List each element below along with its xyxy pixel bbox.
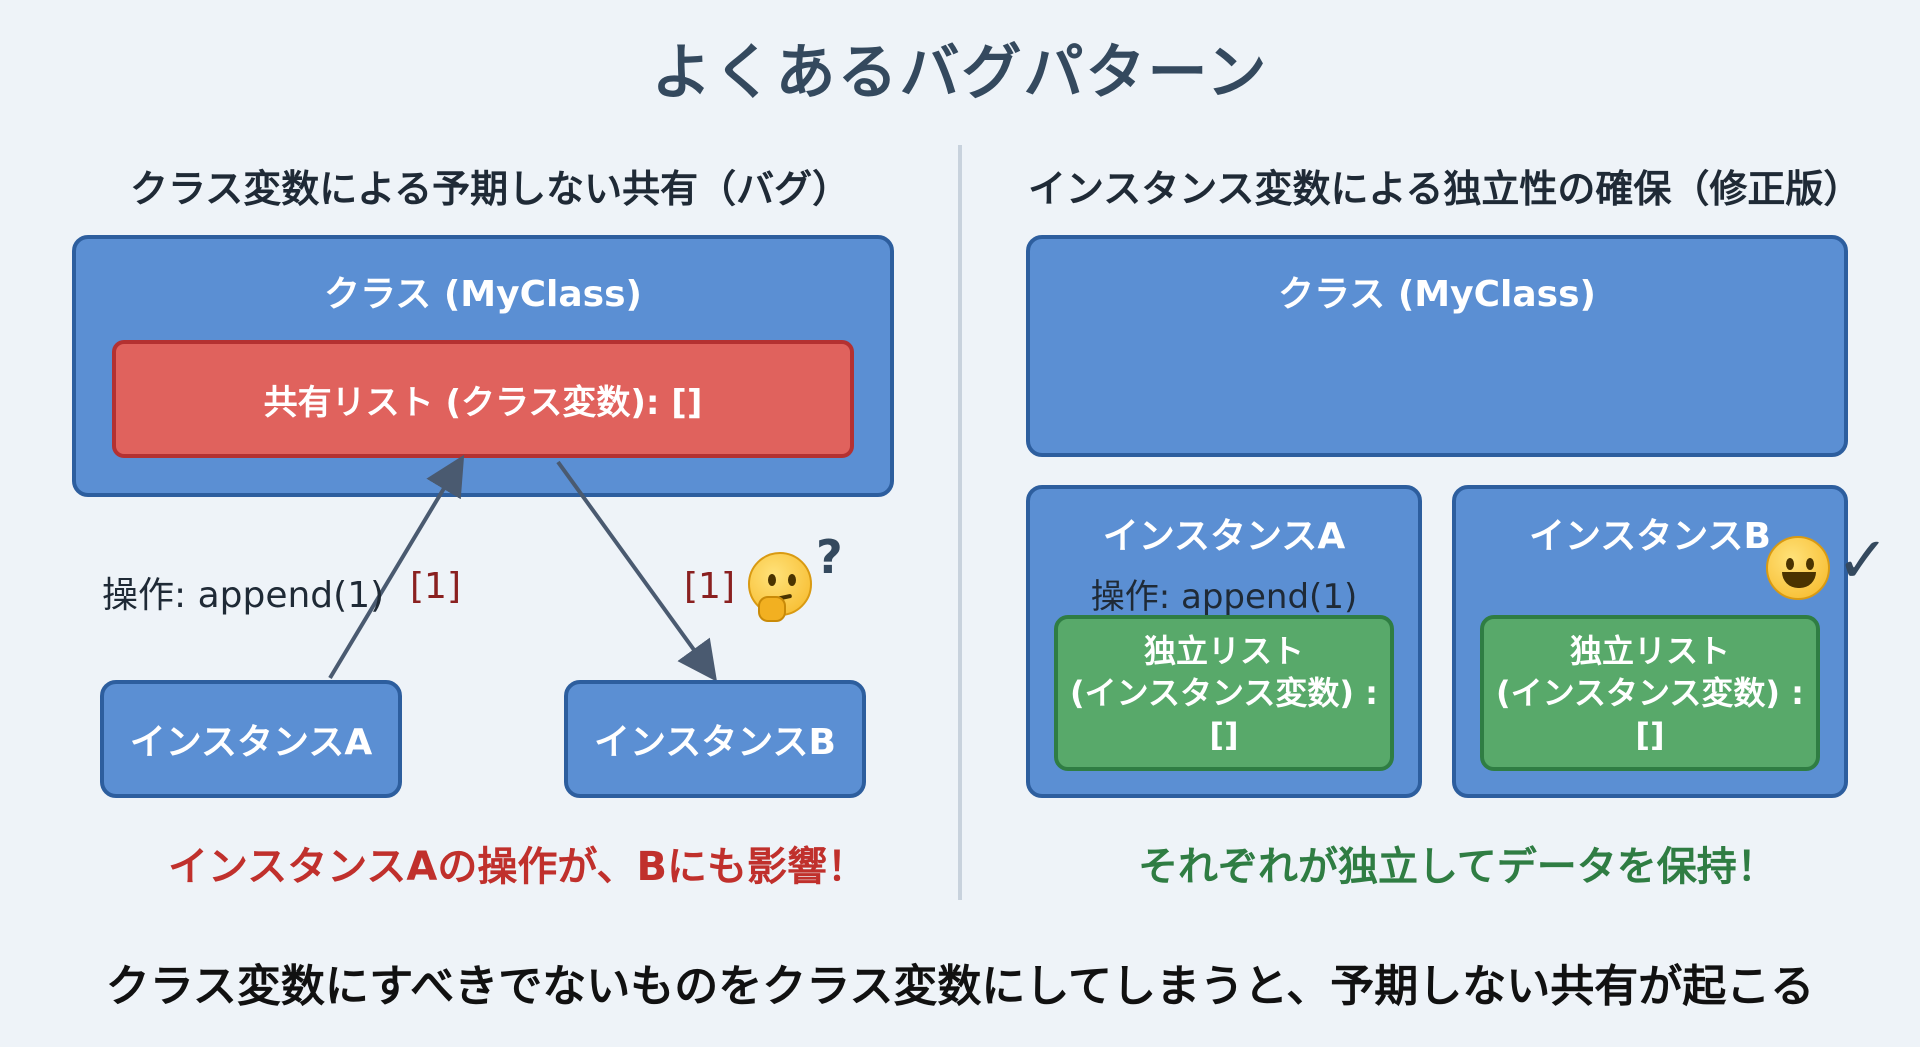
left-subtitle: クラス変数による予期しない共有（バグ） xyxy=(130,167,851,211)
page-title: よくあるバグパターン xyxy=(651,38,1269,108)
arrow-shared-to-b xyxy=(556,460,718,682)
panel-divider xyxy=(958,145,962,900)
grinning-face-icon xyxy=(1766,536,1830,600)
right-instance-a-label: インスタンスA xyxy=(1102,516,1346,557)
value-label-a: [1] xyxy=(410,566,461,607)
arrow-a-to-shared xyxy=(328,454,465,680)
right-class-label: クラス (MyClass) xyxy=(1278,274,1596,315)
independent-list-a-box: 独立リスト (インスタンス変数) : [] xyxy=(1054,615,1394,771)
shared-list-label: 共有リスト (クラス変数): [] xyxy=(263,382,703,423)
check-mark-icon: ✓ xyxy=(1836,524,1890,598)
shared-list-box: 共有リスト (クラス変数): [] xyxy=(112,340,854,458)
right-instance-b-label: インスタンスB xyxy=(1529,516,1771,557)
right-operation-label: 操作: append(1) xyxy=(1090,577,1358,617)
right-subtitle: インスタンス変数による独立性の確保（修正版） xyxy=(1028,167,1862,211)
left-operation-label: 操作: append(1) xyxy=(102,575,385,616)
list-a-line1: 独立リスト xyxy=(1143,632,1304,670)
value-label-b: [1] xyxy=(684,566,735,607)
left-warning-text: インスタンスAの操作が、Bにも影響！ xyxy=(168,844,868,890)
left-instance-a-label: インスタンスA xyxy=(129,722,373,763)
list-b-line2: (インスタンス変数) : xyxy=(1496,674,1804,712)
list-a-line2: (インスタンス変数) : xyxy=(1070,674,1378,712)
list-b-line1: 独立リスト xyxy=(1569,632,1730,670)
question-mark: ? xyxy=(816,530,843,584)
list-b-line3: [] xyxy=(1635,716,1665,754)
right-class-box: クラス (MyClass) xyxy=(1026,235,1848,457)
left-instance-a-box: インスタンスA xyxy=(100,680,402,798)
left-instance-b-label: インスタンスB xyxy=(594,722,836,763)
independent-list-b-box: 独立リスト (インスタンス変数) : [] xyxy=(1480,615,1820,771)
list-a-line3: [] xyxy=(1209,716,1239,754)
right-ok-text: それぞれが独立してデータを保持！ xyxy=(1138,844,1777,890)
left-instance-b-box: インスタンスB xyxy=(564,680,866,798)
thinking-face-icon xyxy=(748,552,812,622)
footer-caption: クラス変数にすべきでないものをクラス変数にしてしまうと、予期しない共有が起こる xyxy=(105,961,1815,1012)
left-class-label: クラス (MyClass) xyxy=(324,274,642,315)
